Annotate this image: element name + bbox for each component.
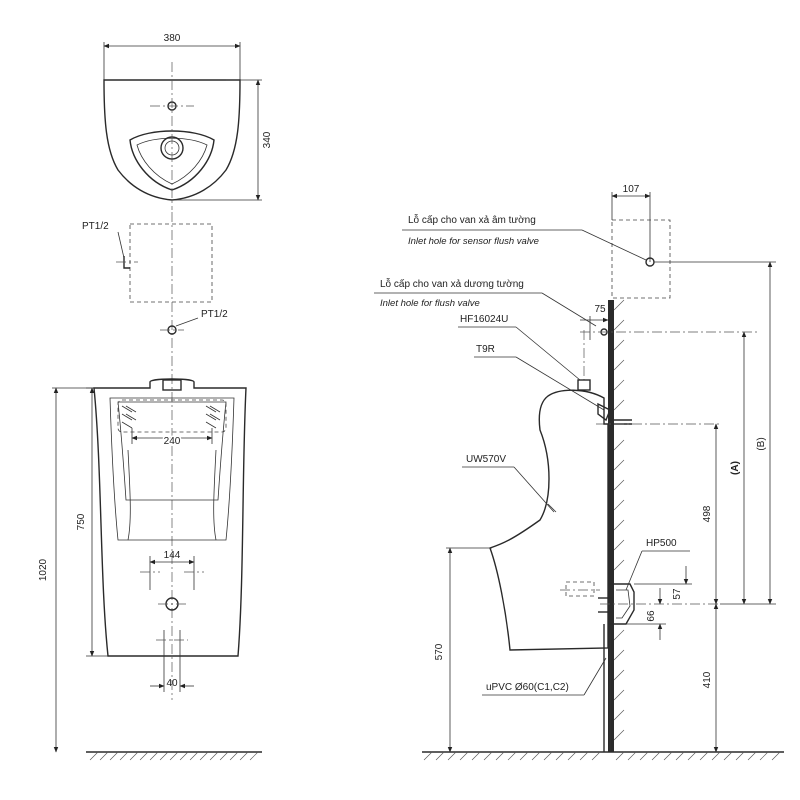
dim-410: 410 [702, 671, 713, 688]
sensor-inlet-label: Lỗ cấp cho van xả âm tường Inlet hole fo… [402, 213, 647, 261]
label-sensor-en: Inlet hole for sensor flush valve [408, 236, 539, 247]
label-sensor-vi: Lỗ cấp cho van xả âm tường [408, 213, 536, 226]
dim-240: 240 [164, 436, 181, 447]
dim-340: 340 [262, 131, 273, 148]
dim-380: 380 [164, 33, 181, 44]
label-upvc: uPVC Ø60(C1,C2) [486, 682, 569, 693]
dim-b: (B) [756, 437, 767, 450]
dim-57: 57 [672, 588, 683, 600]
front-view: PT1/2 PT1/2 240 144 [38, 212, 262, 761]
label-hp500: HP500 [646, 538, 677, 549]
dim-570: 570 [434, 643, 445, 660]
pt-inlet-left: PT1/2 [82, 221, 138, 269]
dim-750: 750 [76, 513, 87, 530]
side-view: 107 Lỗ cấp cho van xả âm tường Inlet hol… [374, 184, 784, 761]
dim-75: 75 [594, 304, 606, 315]
label-uw570v: UW570V [466, 454, 506, 465]
label-pt-right: PT1/2 [201, 309, 228, 320]
dim-498: 498 [702, 505, 713, 522]
dim-144: 144 [164, 550, 181, 561]
dim-a: (A) [730, 461, 741, 475]
dim-107: 107 [623, 184, 640, 195]
label-flush-en: Inlet hole for flush valve [380, 298, 480, 309]
dim-40: 40 [166, 678, 178, 689]
label-t9r: T9R [476, 344, 495, 355]
dim-66: 66 [646, 610, 657, 622]
label-pt-left: PT1/2 [82, 221, 109, 232]
dim-1020: 1020 [38, 558, 49, 581]
pt-inlet-right: PT1/2 [160, 309, 228, 335]
flush-inlet-label: Lỗ cấp cho van xả dương tường Inlet hole… [374, 277, 597, 327]
label-hf16024u: HF16024U [460, 314, 508, 325]
top-view: 380 340 [103, 33, 273, 210]
label-flush-vi: Lỗ cấp cho van xả dương tường [380, 277, 524, 290]
